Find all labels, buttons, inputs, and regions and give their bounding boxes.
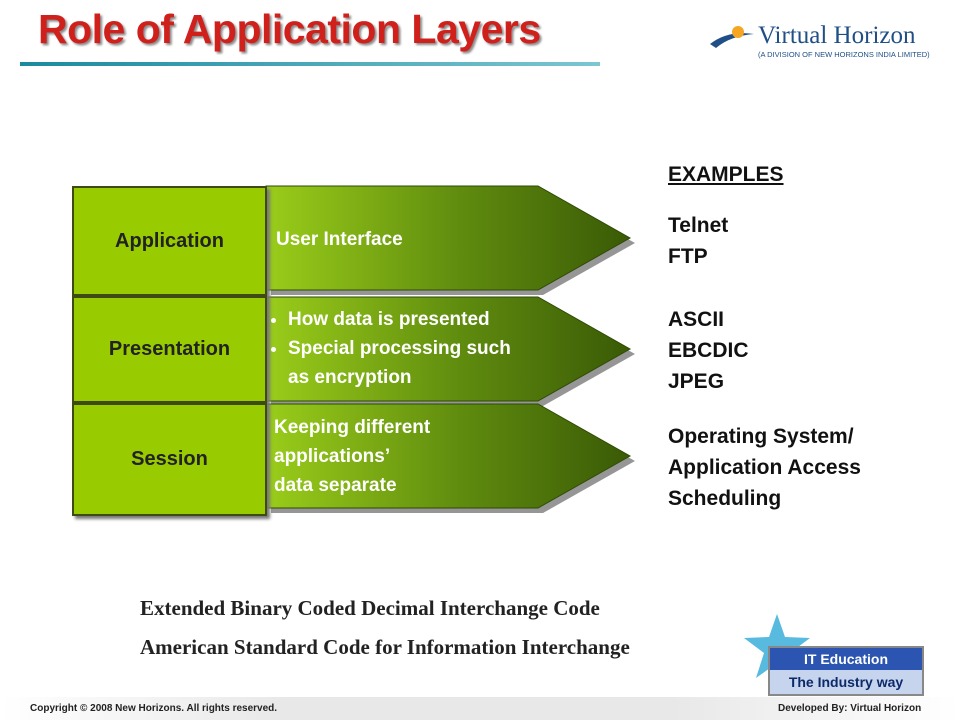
- example-item: Telnet: [668, 214, 729, 237]
- layer-role-arrows: [265, 185, 635, 513]
- example-item: Application Access: [668, 456, 861, 479]
- role-presentation-bullet: Special processing such as encryption: [288, 334, 513, 392]
- role-presentation-bullet: How data is presented: [288, 305, 554, 334]
- role-application: User Interface: [276, 225, 403, 254]
- examples-session: Operating System/ Application Access Sch…: [668, 421, 861, 514]
- footer-bar: [0, 697, 960, 720]
- role-presentation: How data is presented Special processing…: [274, 305, 554, 392]
- footer-developer: Developed By: Virtual Horizon: [778, 703, 922, 714]
- example-item: FTP: [668, 245, 708, 268]
- role-application-text: User Interface: [276, 229, 403, 250]
- role-session-line: data separate: [274, 475, 397, 496]
- title-underline: [20, 62, 600, 66]
- examples-heading: EXAMPLES: [668, 163, 784, 186]
- layer-presentation: Presentation: [72, 296, 267, 403]
- note-ebcdic: Extended Binary Coded Decimal Interchang…: [140, 596, 600, 620]
- layer-session: Session: [72, 403, 267, 516]
- layer-application-label: Application: [115, 229, 224, 252]
- badge-line-2: The Industry way: [770, 670, 922, 694]
- slide-title: Role of Application Layers: [38, 6, 541, 52]
- logo-name: Virtual Horizon: [758, 22, 916, 49]
- osi-layer-stack: Application Presentation Session: [72, 186, 267, 516]
- example-item: Operating System/: [668, 425, 854, 448]
- example-item: ASCII: [668, 308, 725, 331]
- examples-presentation: ASCII EBCDIC JPEG: [668, 304, 749, 397]
- example-item: EBCDIC: [668, 339, 749, 362]
- example-item: Scheduling: [668, 487, 782, 510]
- virtual-horizon-logo-icon: [710, 26, 754, 48]
- it-education-badge: IT Education The Industry way: [768, 646, 924, 696]
- role-session-line: Keeping different: [274, 417, 431, 438]
- layer-application: Application: [72, 186, 267, 296]
- role-session-line: applications’: [274, 446, 391, 467]
- badge-line-1: IT Education: [770, 648, 922, 670]
- layer-session-label: Session: [131, 448, 208, 470]
- examples-application: Telnet FTP: [668, 210, 728, 272]
- role-session: Keeping different applications’ data sep…: [274, 413, 430, 500]
- layer-presentation-label: Presentation: [108, 338, 231, 360]
- logo-subtitle: (A DIVISION OF NEW HORIZONS INDIA LIMITE…: [758, 50, 930, 59]
- note-ascii: American Standard Code for Information I…: [140, 635, 630, 659]
- footer-copyright: Copyright © 2008 New Horizons. All right…: [30, 703, 278, 714]
- example-item: JPEG: [668, 370, 725, 393]
